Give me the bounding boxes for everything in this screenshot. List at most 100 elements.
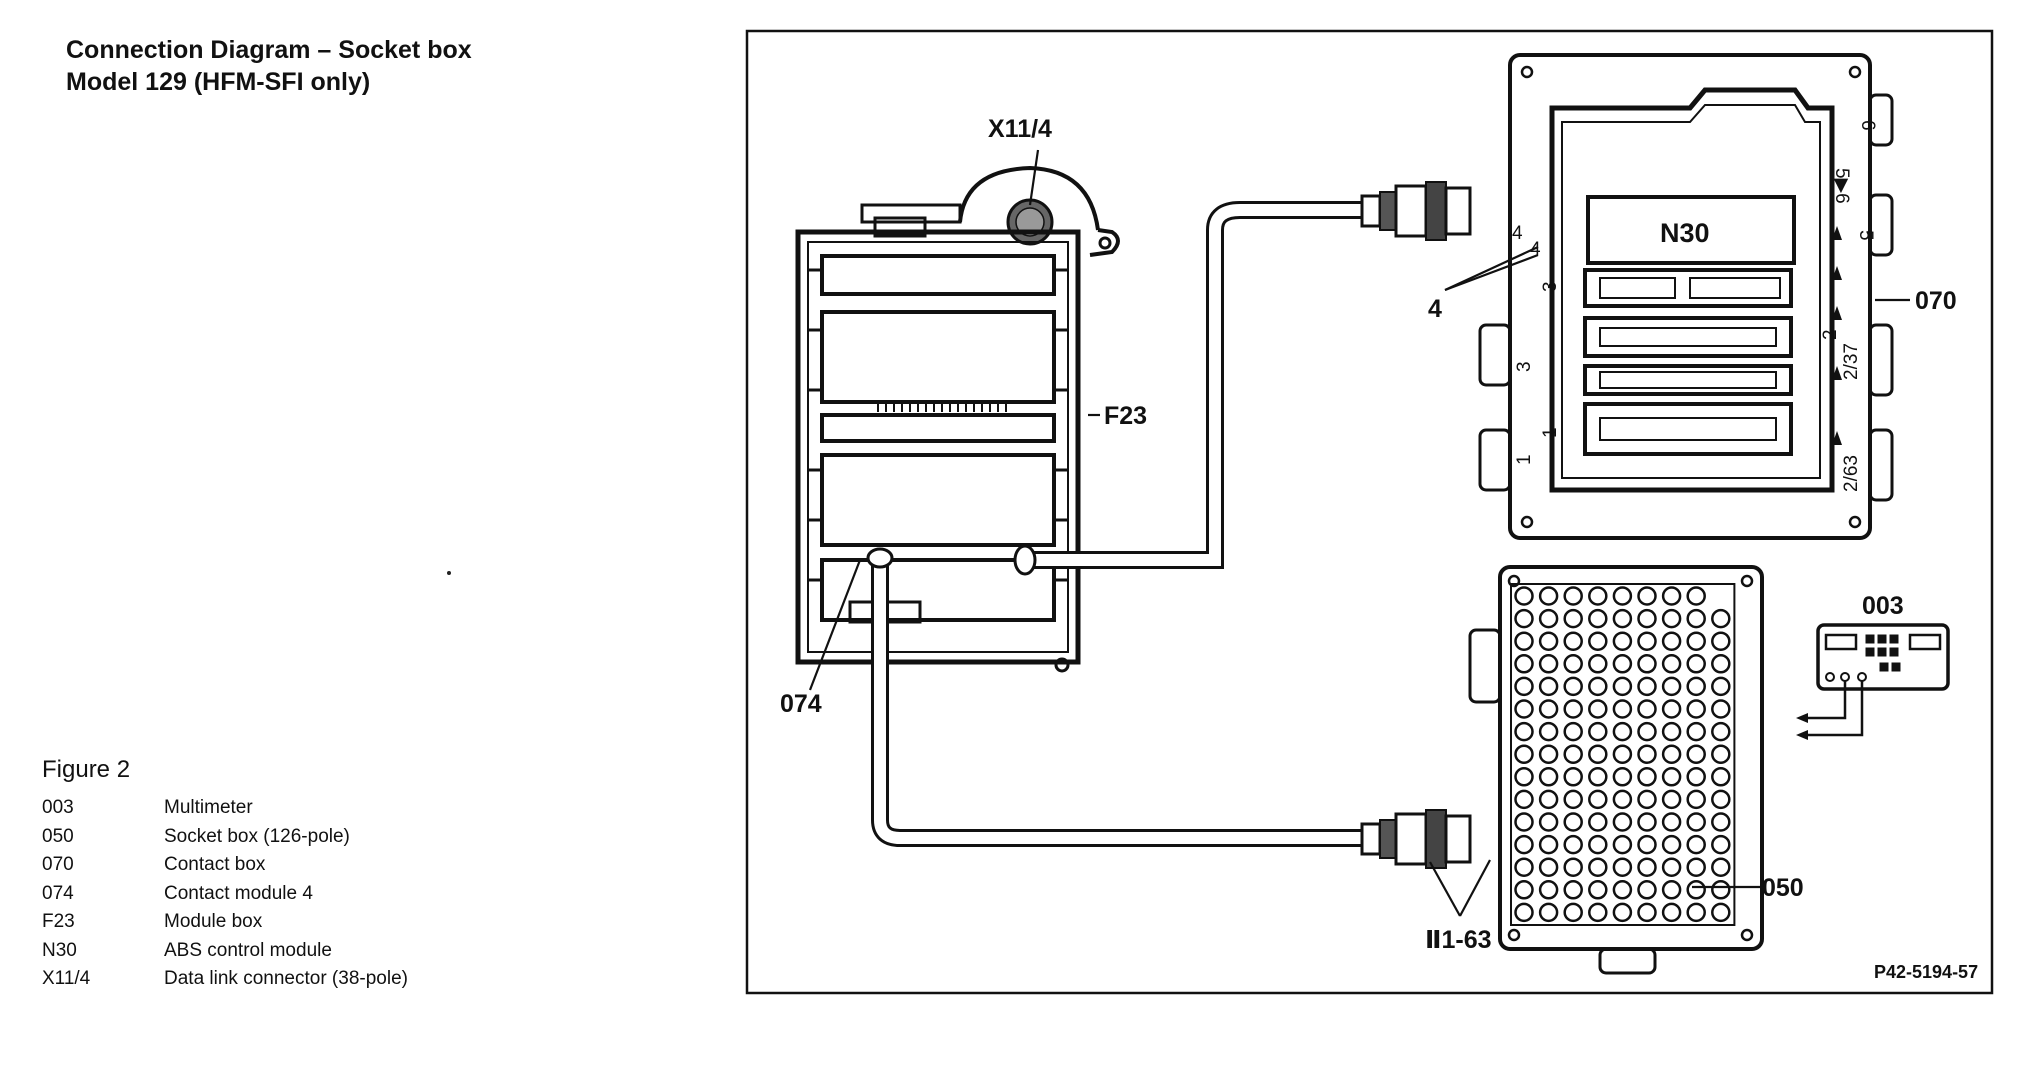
socket-hole (1711, 676, 1731, 697)
socket-hole (1538, 880, 1559, 900)
side-number-2-63: 2/63 (1841, 455, 1862, 492)
connection-diagram: X11/4 F23 N30 070 074 050 003 4 Ⅱ1-63 P4… (745, 29, 1994, 995)
socket-hole (1637, 676, 1657, 697)
socket-hole (1711, 789, 1731, 810)
legend-desc: ABS control module (164, 939, 332, 961)
socket-hole (1637, 834, 1657, 855)
socket-hole (1514, 744, 1534, 764)
legend-code: 050 (42, 825, 74, 847)
socket-hole (1637, 721, 1657, 742)
socket-hole (1588, 902, 1608, 923)
socket-hole (1686, 699, 1706, 719)
socket-hole (1711, 857, 1731, 877)
socket-hole (1686, 767, 1706, 787)
legend-heading: Figure 2 (42, 756, 131, 783)
socket-hole (1514, 631, 1534, 651)
legend-code: 070 (42, 854, 74, 875)
socket-hole (1612, 608, 1633, 629)
side-number-3a: 3 (1540, 281, 1561, 292)
socket-hole (1588, 586, 1608, 606)
socket-hole (1514, 608, 1534, 629)
stray-dot (447, 571, 451, 575)
socket-hole (1612, 834, 1633, 855)
socket-hole (1661, 834, 1682, 855)
socket-hole (1686, 857, 1706, 877)
socket-hole (1563, 631, 1583, 651)
socket-hole (1686, 631, 1706, 651)
socket-hole (1612, 721, 1633, 742)
socket-hole (1661, 586, 1682, 606)
legend-code: 074 (42, 882, 74, 904)
socket-hole (1514, 834, 1534, 855)
socket-hole (1637, 857, 1657, 877)
socket-hole (1588, 857, 1608, 877)
socket-hole (1661, 608, 1682, 629)
socket-hole (1514, 586, 1534, 606)
socket-hole (1711, 699, 1731, 719)
socket-hole (1661, 767, 1682, 787)
socket-hole (1686, 789, 1706, 810)
socket-hole (1563, 744, 1583, 764)
socket-hole (1588, 631, 1608, 651)
socket-grid (1510, 583, 1736, 926)
socket-hole (1588, 676, 1608, 697)
socket-hole (1661, 676, 1682, 697)
round-connector-bottom (1360, 809, 1472, 869)
socket-hole (1612, 654, 1633, 674)
socket-hole (1588, 608, 1608, 629)
leader-lines (808, 149, 1910, 917)
socket-hole (1588, 721, 1608, 742)
label-x11-4: X11/4 (988, 115, 1052, 143)
socket-hole (1538, 631, 1559, 651)
round-connector-top (1360, 181, 1472, 241)
socket-hole (1661, 699, 1682, 719)
label-4: 4 (1428, 295, 1442, 323)
label-ii-1-63: Ⅱ1-63 (1425, 926, 1492, 954)
socket-hole (1686, 721, 1706, 742)
figure-border (745, 29, 1994, 995)
title-line-1: Connection Diagram – Socket box (66, 36, 472, 64)
socket-hole (1661, 654, 1682, 674)
socket-hole (1637, 812, 1657, 832)
socket-hole (1514, 767, 1534, 787)
socket-hole (1514, 721, 1534, 742)
socket-hole (1514, 654, 1534, 674)
socket-hole (1563, 880, 1583, 900)
legend-code: N30 (42, 939, 77, 961)
socket-hole (1612, 676, 1633, 697)
label-050: 050 (1762, 874, 1804, 902)
socket-hole (1563, 812, 1583, 832)
side-number-5: 5 (1855, 230, 1876, 241)
side-number-3b: 3 (1514, 361, 1535, 372)
socket-hole (1711, 721, 1731, 742)
socket-hole (1661, 857, 1682, 877)
socket-hole (1538, 676, 1559, 697)
socket-hole (1711, 880, 1731, 900)
socket-hole (1514, 857, 1534, 877)
socket-hole (1538, 608, 1559, 629)
label-reference-number: P42-5194-57 (1874, 962, 1978, 982)
socket-hole (1686, 812, 1706, 832)
socket-hole (1711, 744, 1731, 764)
socket-hole (1637, 880, 1657, 900)
socket-hole (1588, 767, 1608, 787)
socket-hole (1538, 902, 1559, 923)
socket-hole (1637, 744, 1657, 764)
socket-hole (1637, 631, 1657, 651)
socket-hole (1686, 744, 1706, 764)
legend-desc: Data link connector (38-pole) (164, 968, 408, 989)
label-003: 003 (1862, 592, 1904, 620)
socket-hole (1563, 676, 1583, 697)
socket-hole (1612, 767, 1633, 787)
socket-hole (1514, 789, 1534, 810)
socket-hole (1612, 880, 1633, 900)
socket-box-050 (1468, 565, 1764, 975)
socket-hole (1538, 812, 1559, 832)
legend-desc: Contact box (164, 854, 266, 875)
socket-grid-outline (1510, 583, 1736, 926)
socket-hole (1514, 676, 1534, 697)
